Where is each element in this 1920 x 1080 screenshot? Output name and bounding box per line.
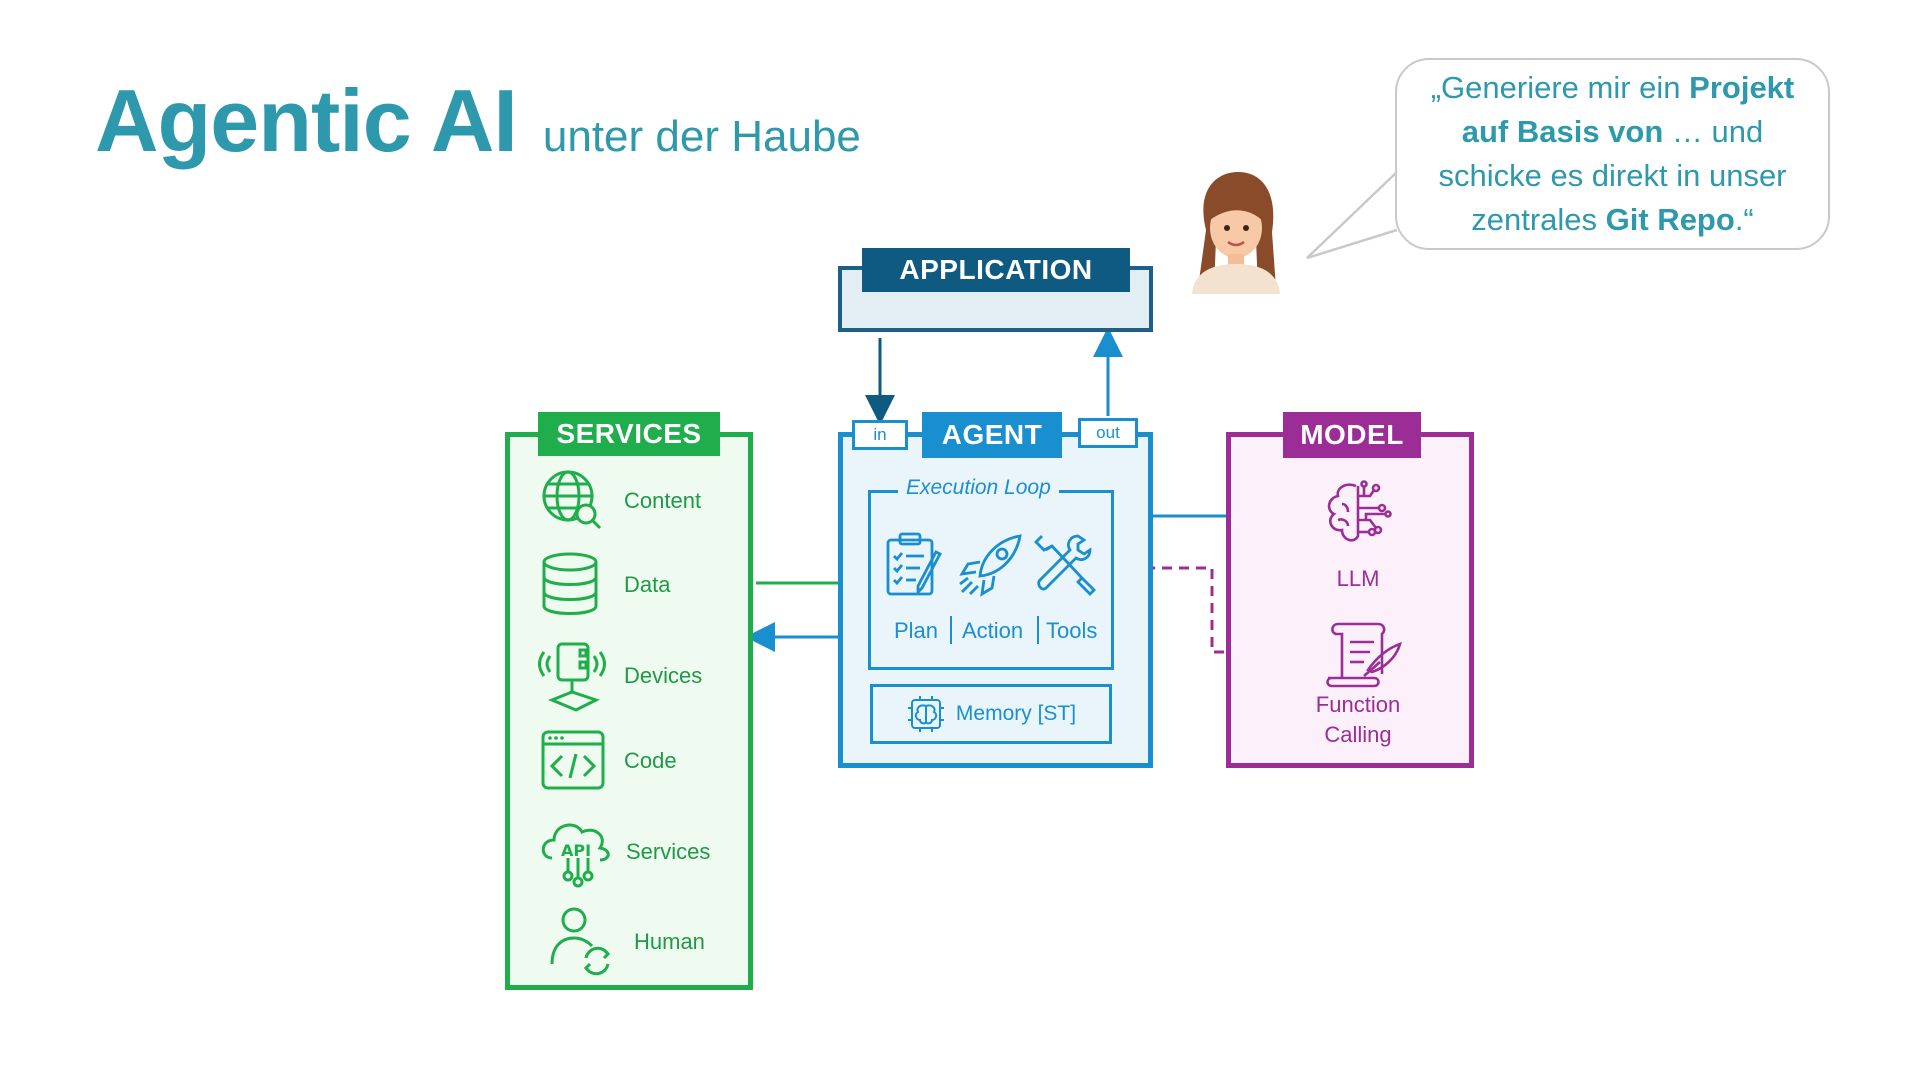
service-item-services: API Services	[538, 816, 710, 888]
clipboard-icon	[886, 532, 942, 596]
llm-label: LLM	[1336, 566, 1380, 591]
model-box	[1226, 432, 1474, 768]
model-label: MODEL	[1283, 412, 1421, 458]
bubble-text: schicke es direkt in unser	[1438, 158, 1787, 193]
service-label: Devices	[624, 663, 703, 688]
title-subtitle: unter der Haube	[542, 112, 861, 161]
service-item-content: Content	[540, 468, 701, 534]
service-label: Human	[634, 929, 705, 954]
database-icon	[542, 552, 598, 615]
step-label-action: Action	[962, 618, 1024, 643]
rocket-icon	[959, 534, 1022, 597]
step-separator	[1037, 616, 1039, 644]
memory-label: Memory [ST]	[955, 702, 1077, 725]
function-calling-label: Function Calling	[1290, 690, 1426, 750]
bubble-bold: Projekt	[1689, 70, 1795, 105]
device-icon	[538, 642, 606, 712]
bubble-text: „Generiere mir ein	[1430, 70, 1690, 105]
globe-search-icon	[542, 470, 602, 530]
page-title: Agentic AI unter der Haube	[95, 70, 861, 172]
service-item-code: Code	[540, 728, 677, 794]
service-label: Data	[624, 572, 671, 597]
bubble-bold: Git Repo	[1605, 202, 1735, 237]
speech-bubble: „Generiere mir ein Projekt auf Basis von…	[1395, 58, 1830, 250]
agent-port-out: out	[1078, 418, 1138, 448]
api-cloud-icon: API	[541, 823, 610, 888]
step-separator	[950, 616, 952, 644]
application-label: APPLICATION	[862, 248, 1130, 292]
svg-text:API: API	[561, 841, 591, 860]
bubble-text: zentrales	[1471, 202, 1606, 237]
code-window-icon	[541, 730, 605, 790]
service-label: Content	[624, 488, 702, 513]
service-item-devices: Devices	[534, 638, 702, 714]
service-item-human: Human	[550, 906, 705, 978]
memory-box: Memory [ST]	[870, 684, 1112, 744]
function-calling-line-2: Calling	[1324, 722, 1392, 747]
service-item-data: Data	[540, 552, 670, 618]
woman-avatar-icon	[1192, 172, 1280, 294]
function-calling-line-1: Function	[1315, 692, 1401, 717]
execution-loop-label: Execution Loop	[898, 476, 1059, 500]
tools-icon	[1034, 534, 1096, 596]
services-label: SERVICES	[538, 412, 720, 456]
service-label: Code	[624, 748, 677, 773]
bubble-text: … und	[1663, 114, 1764, 149]
agent-label: AGENT	[922, 412, 1062, 458]
brain-circuit-icon	[1327, 480, 1392, 542]
brain-chip-icon	[907, 696, 944, 732]
human-icon	[550, 907, 611, 976]
scroll-quill-icon	[1326, 622, 1402, 688]
bubble-text: .“	[1734, 202, 1754, 237]
step-label-tools: Tools	[1046, 618, 1098, 643]
services-box	[505, 432, 753, 990]
title-main: Agentic AI	[95, 71, 518, 170]
step-label-plan: Plan	[894, 618, 939, 643]
bubble-bold: auf Basis von	[1461, 114, 1664, 149]
agent-port-in: in	[852, 420, 908, 450]
service-label: Services	[626, 839, 711, 864]
